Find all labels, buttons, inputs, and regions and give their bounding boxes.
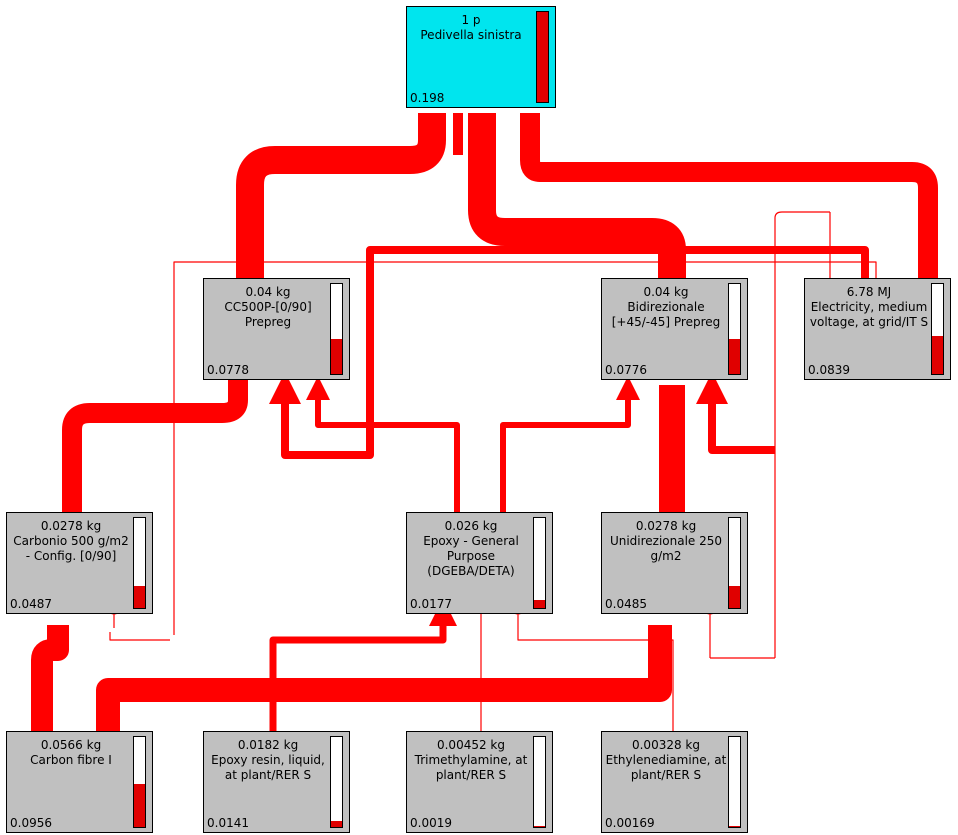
score-bar-fill <box>534 599 545 608</box>
flow-carbonfibre-to-unidirezionale <box>96 625 672 735</box>
score-bar <box>330 283 343 375</box>
flow-electricity-to-cc500p <box>269 246 869 459</box>
score-bar-fill <box>534 826 545 827</box>
score-bar-fill <box>729 338 740 374</box>
node-score: 0.0956 <box>10 816 52 830</box>
node-score: 0.0177 <box>410 597 452 611</box>
score-bar-fill <box>331 338 342 374</box>
node-score: 0.198 <box>410 91 445 105</box>
score-bar <box>533 736 546 828</box>
node-score: 0.0778 <box>207 363 249 377</box>
flow-electricity-to-bidirezionale <box>774 211 830 658</box>
score-bar <box>330 736 343 828</box>
score-bar-fill <box>537 12 548 102</box>
node-score: 0.0839 <box>808 363 850 377</box>
node-score: 0.00169 <box>605 816 655 830</box>
score-bar <box>536 11 549 103</box>
score-bar <box>728 517 741 609</box>
flow-epoxyresin-to-epoxy <box>269 598 457 735</box>
flow-epoxy-to-bidirezionale <box>500 376 640 512</box>
flow-electricity-to-root <box>520 113 938 278</box>
flow-epoxy-to-cc500p <box>306 376 460 512</box>
flow-carbonio-to-cc500p <box>62 380 248 512</box>
score-bar-fill <box>134 783 145 827</box>
score-bar-fill <box>134 585 145 608</box>
node-score: 0.0141 <box>207 816 249 830</box>
score-bar-fill <box>729 585 740 608</box>
score-bar-fill <box>331 820 342 827</box>
score-bar-fill <box>932 336 943 374</box>
score-bar <box>533 517 546 609</box>
node-score: 0.0485 <box>605 597 647 611</box>
flow-carbonfibre-to-carbonio <box>31 625 69 735</box>
score-bar-fill <box>729 826 740 827</box>
score-bar <box>728 736 741 828</box>
score-bar <box>931 283 944 375</box>
flow-bidirezionale-to-root <box>468 113 686 278</box>
flow-cc500p-to-root <box>236 113 446 278</box>
node-score: 0.0487 <box>10 597 52 611</box>
score-bar <box>133 736 146 828</box>
score-bar <box>133 517 146 609</box>
score-bar <box>728 283 741 375</box>
node-score: 0.0019 <box>410 816 452 830</box>
node-score: 0.0776 <box>605 363 647 377</box>
